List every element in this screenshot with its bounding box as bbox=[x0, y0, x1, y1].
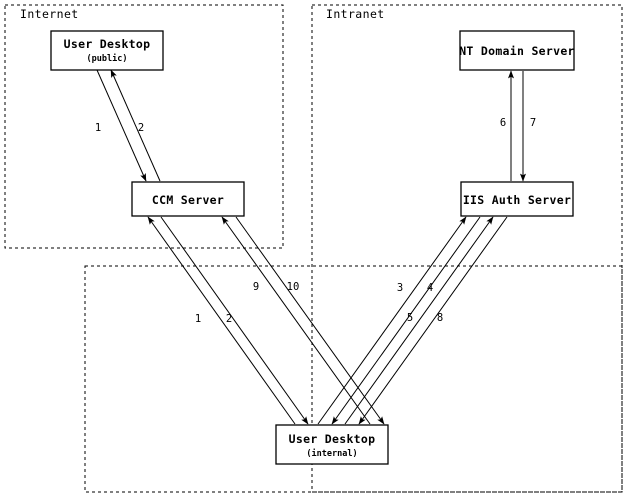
flows-layer bbox=[96, 69, 526, 425]
flow-arrow-flow-4-iis-to-internal bbox=[331, 216, 481, 425]
flow-arrow-flow-1-public-to-ccm bbox=[96, 69, 147, 182]
flow-arrow-flow-1-internal-to-ccm bbox=[147, 216, 296, 425]
node-iis-auth-server[interactable]: IIS Auth Server bbox=[460, 181, 574, 217]
node-title-nt-domain-server: NT Domain Server bbox=[459, 44, 575, 58]
node-box-user-desktop-public bbox=[50, 30, 164, 71]
flow-arrow-flow-2-ccm-to-internal bbox=[160, 216, 309, 425]
flow-step-label-flow-5-internal-to-iis: 5 bbox=[407, 312, 413, 324]
flow-step-label-flow-8-iis-to-internal: 8 bbox=[437, 312, 443, 324]
zone-boundary-internal-zone bbox=[84, 265, 623, 493]
flow-step-label-flow-2-ccm-to-public: 2 bbox=[138, 122, 144, 134]
node-ccm-server[interactable]: CCM Server bbox=[131, 181, 245, 217]
node-title-user-desktop-public: User Desktop bbox=[64, 37, 151, 51]
zone-label-internet: Internet bbox=[20, 7, 79, 21]
node-title-ccm-server: CCM Server bbox=[152, 193, 224, 207]
flow-step-label-flow-7-nt-to-iis: 7 bbox=[530, 117, 536, 129]
flow-step-label-flow-1-internal-to-ccm: 1 bbox=[195, 313, 201, 325]
flow-step-label-flow-3-internal-to-iis: 3 bbox=[397, 282, 403, 294]
node-nt-domain-server[interactable]: NT Domain Server bbox=[459, 30, 575, 71]
zone-boundary-intranet bbox=[311, 4, 623, 493]
node-title-iis-auth-server: IIS Auth Server bbox=[463, 193, 571, 207]
zones-layer: Internet Intranet bbox=[4, 4, 623, 493]
node-subtitle-user-desktop-public: (public) bbox=[87, 53, 128, 64]
node-box-iis-auth-server bbox=[460, 181, 574, 217]
node-title-user-desktop-internal: User Desktop bbox=[289, 432, 376, 446]
flow-labels-layer: 1 2 1 2 9 10 3 4 5 8 6 7 bbox=[95, 117, 536, 325]
flow-arrow-flow-5-internal-to-iis bbox=[344, 216, 494, 425]
zone-boundary-internet bbox=[4, 4, 284, 249]
flow-arrow-flow-2-ccm-to-public bbox=[110, 69, 161, 182]
nodes-layer: User Desktop (public) CCM Server NT Domain … bbox=[50, 30, 575, 465]
flow-step-label-flow-2-ccm-to-internal: 2 bbox=[226, 313, 232, 325]
flow-step-label-flow-6-iis-to-nt: 6 bbox=[500, 117, 506, 129]
flow-arrow-flow-3-internal-to-iis bbox=[317, 216, 467, 425]
flow-arrow-flow-10-ccm-to-internal bbox=[235, 216, 385, 425]
node-user-desktop-internal[interactable]: User Desktop (internal) bbox=[275, 424, 389, 465]
flow-step-label-flow-10-ccm-to-internal: 10 bbox=[287, 281, 300, 293]
flow-arrow-flow-9-internal-to-ccm bbox=[221, 216, 371, 425]
node-box-user-desktop-internal bbox=[275, 424, 389, 465]
flow-arrow-flow-8-iis-to-internal bbox=[358, 216, 508, 425]
flow-step-label-flow-4-iis-to-internal: 4 bbox=[427, 282, 433, 294]
flow-step-label-flow-9-internal-to-ccm: 9 bbox=[253, 281, 259, 293]
zone-label-intranet: Intranet bbox=[326, 7, 385, 21]
node-user-desktop-public[interactable]: User Desktop (public) bbox=[50, 30, 164, 71]
flow-step-label-flow-1-public-to-ccm: 1 bbox=[95, 122, 101, 134]
node-box-ccm-server bbox=[131, 181, 245, 217]
node-subtitle-user-desktop-internal: (internal) bbox=[306, 448, 357, 459]
node-box-nt-domain-server bbox=[459, 30, 575, 71]
